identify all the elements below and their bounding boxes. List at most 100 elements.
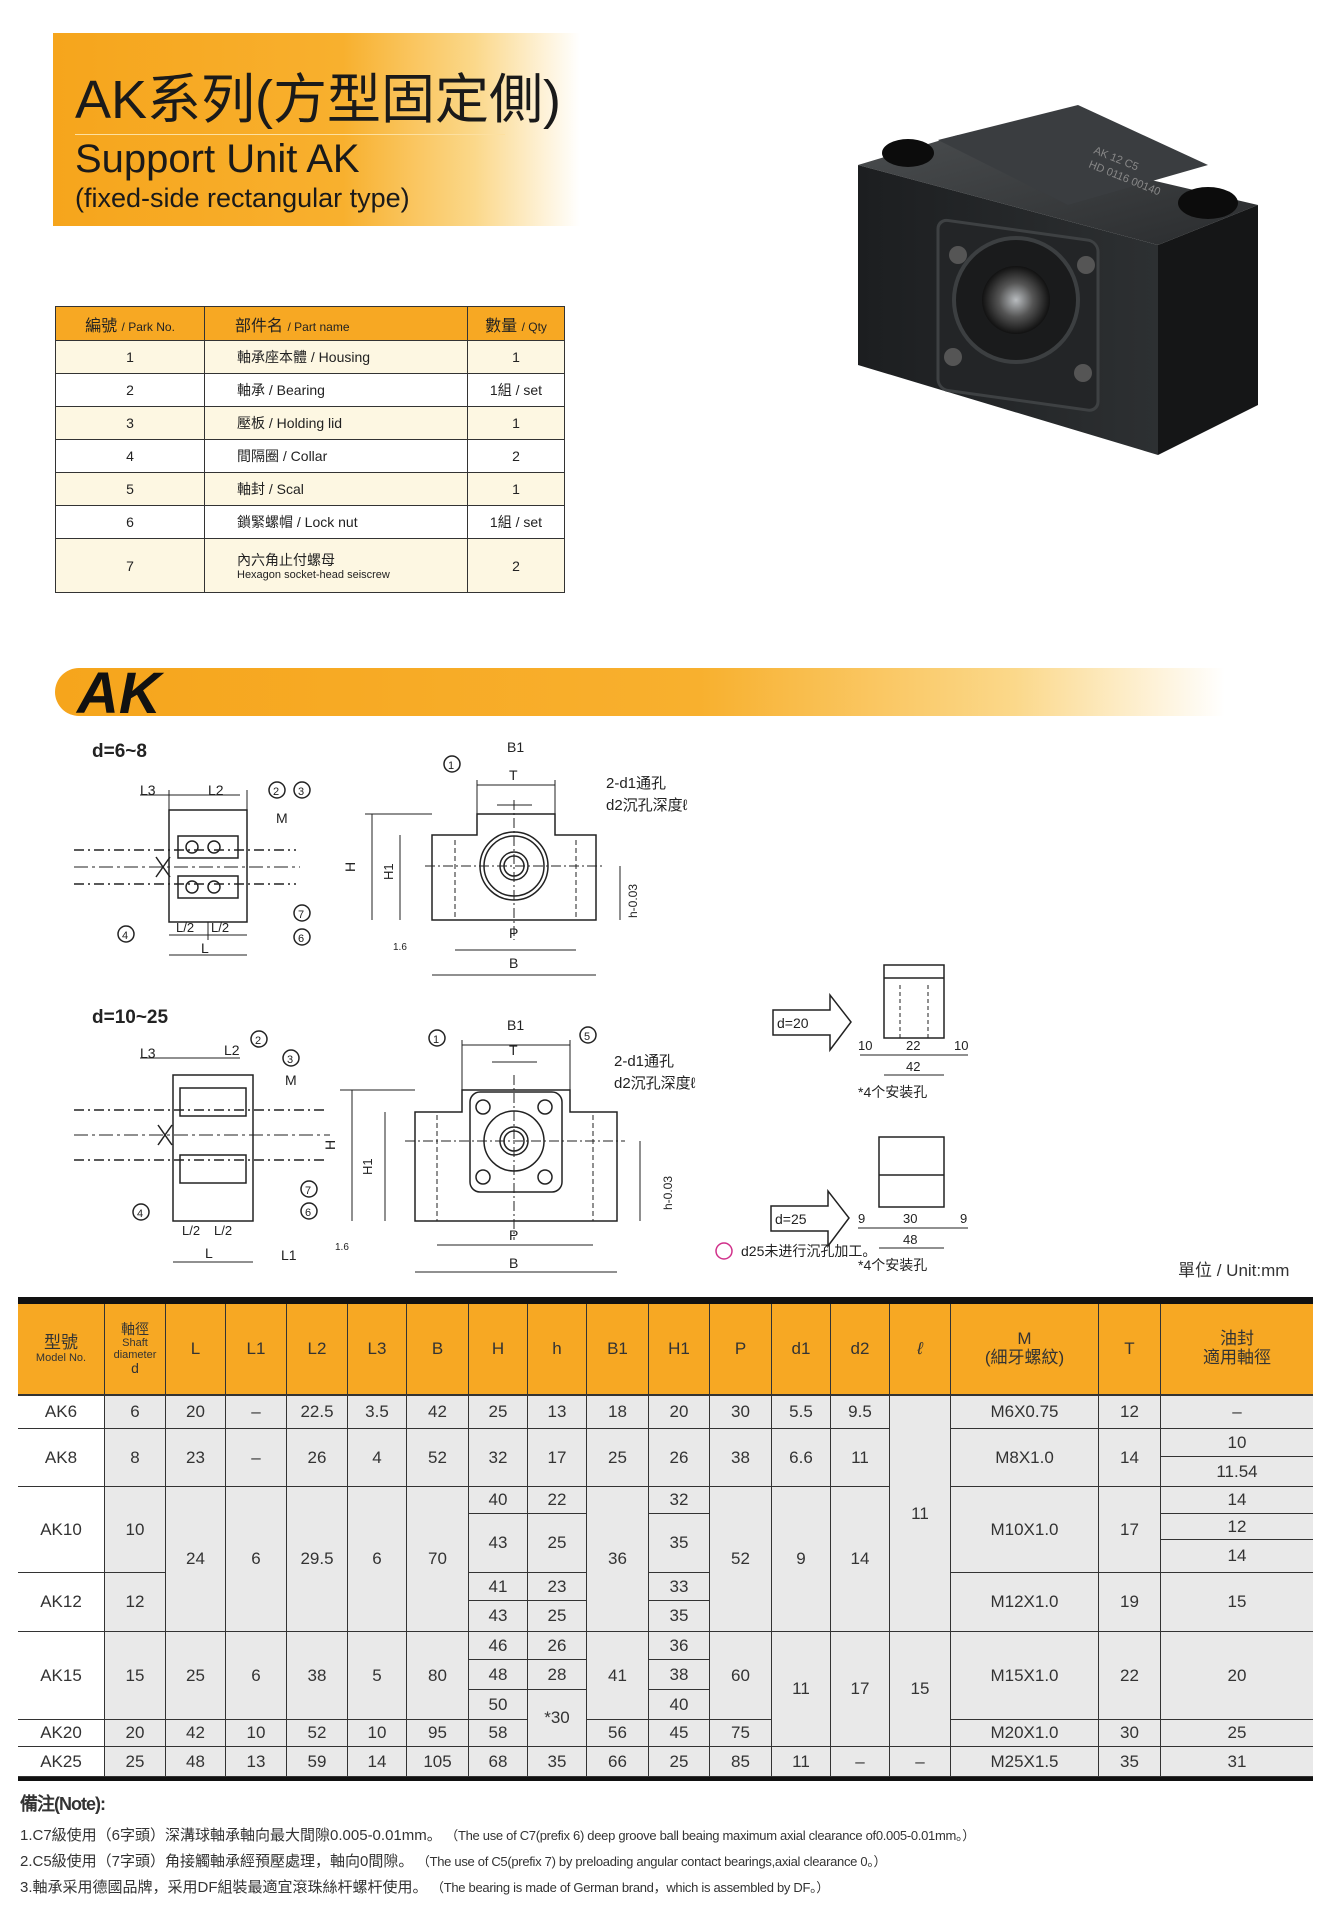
part-name: 間隔圈 / Collar (204, 439, 468, 473)
part-name: 軸承 / Bearing (204, 373, 468, 407)
spec-cell-B1: 36 (587, 1487, 649, 1632)
spec-cell-T: 30 (1099, 1720, 1161, 1747)
spec-cell-d: 8 (105, 1429, 166, 1487)
spec-cell-B: 80 (407, 1632, 469, 1720)
screw-icon (1077, 256, 1095, 274)
callout-number: 7 (305, 1185, 311, 1197)
spec-cell-P: 38 (710, 1429, 772, 1487)
callout-4 (117, 925, 135, 943)
spec-cell-H1: 45 (649, 1720, 710, 1747)
spec-cell-H: 43 (469, 1601, 528, 1632)
spec-cell-d2: 14 (831, 1487, 890, 1632)
spec-cell-H: 43 (469, 1514, 528, 1573)
callout-number: 3 (287, 1054, 293, 1066)
page-subtitle-type: (fixed-side rectangular type) (75, 183, 410, 213)
spec-cell-M: M25X1.5 (951, 1747, 1099, 1777)
dim-label: 9 (858, 1211, 865, 1226)
roughness-label: 1.6 (335, 1242, 349, 1253)
part-name: 鎖緊螺帽 / Lock nut (204, 505, 468, 539)
spec-cell-L: 48 (166, 1747, 226, 1777)
spec-cell-H1: 33 (649, 1573, 710, 1601)
callout-7 (293, 904, 311, 922)
callout-2 (250, 1030, 268, 1048)
col-part-no: 編號 / Park No. (55, 306, 205, 341)
callout-number: 3 (298, 786, 304, 798)
spec-cell-oil: 31 (1161, 1747, 1313, 1777)
dim-label: L2 (224, 1042, 240, 1058)
callout-number: 1 (448, 760, 454, 772)
parts-header-row: 編號 / Park No. 部件名 / Part name 數量 / Qty (55, 306, 565, 341)
spec-cell-d1: 11 (772, 1747, 831, 1777)
part-qty: 1 (467, 472, 565, 506)
spec-cell-L3: 6 (348, 1487, 407, 1632)
spec-cell-L3: 4 (348, 1429, 407, 1487)
spec-cell-H1: 40 (649, 1690, 710, 1720)
model-cell: AK6 (18, 1396, 105, 1429)
col-d2: d2 (831, 1304, 890, 1396)
spec-cell-P: 52 (710, 1487, 772, 1632)
dim-label: 48 (903, 1232, 917, 1247)
front-view-small (365, 780, 621, 976)
housing-side (1158, 205, 1258, 455)
hole-note: 2-d1通孔 (606, 775, 666, 792)
spec-cell-d2: 9.5 (831, 1396, 890, 1429)
spec-cell-h: 17 (528, 1429, 587, 1487)
model-cell: AK8 (18, 1429, 105, 1487)
detail-label: d=20 (777, 1015, 809, 1031)
mount-hole (882, 139, 934, 167)
tip-icon (715, 1242, 733, 1260)
spec-cell-L3: 3.5 (348, 1396, 407, 1429)
spec-cell-d1: 5.5 (772, 1396, 831, 1429)
spec-cell-L: 25 (166, 1632, 226, 1720)
spec-cell-H: 32 (469, 1429, 528, 1487)
dim-label: B (509, 1255, 518, 1271)
section-title: AK (77, 661, 161, 726)
callout-number: 6 (298, 933, 304, 945)
spec-cell-L2: 22.5 (287, 1396, 348, 1429)
dim-label: L/2 (176, 920, 194, 935)
spec-cell-T: 14 (1099, 1429, 1161, 1487)
dim-label: M (276, 810, 288, 826)
spec-cell-T: 17 (1099, 1487, 1161, 1573)
part-no: 7 (55, 538, 205, 593)
col-B: B (407, 1304, 469, 1396)
mount-hole (1178, 187, 1238, 219)
spec-cell-B: 42 (407, 1396, 469, 1429)
spec-cell-H: 68 (469, 1747, 528, 1777)
spec-cell-H1: 25 (649, 1747, 710, 1777)
spec-cell-P: 75 (710, 1720, 772, 1747)
bore (982, 266, 1050, 334)
dim-label: L2 (208, 782, 224, 798)
col-L: L (166, 1304, 226, 1396)
callout-6 (300, 1202, 318, 1220)
col-h: h (528, 1304, 587, 1396)
spec-cell-L1: – (226, 1396, 287, 1429)
spec-cell-h: 25 (528, 1601, 587, 1632)
spec-cell-L3: 10 (348, 1720, 407, 1747)
notes: 備注(Note): 1.C7級使用（6字頭）深溝球軸承軸向最大間隙0.005-0… (20, 1790, 1320, 1902)
dim-label: L/2 (182, 1223, 200, 1238)
callout-3 (282, 1049, 300, 1067)
spec-cell-L2: 26 (287, 1429, 348, 1487)
col-L2: L2 (287, 1304, 348, 1396)
model-cell: AK12 (18, 1573, 105, 1632)
part-no: 5 (55, 472, 205, 506)
section-banner: AK (55, 661, 1225, 726)
spec-cell-H1: 32 (649, 1487, 710, 1514)
dim-label: H (322, 1140, 338, 1150)
callout-number: 6 (305, 1207, 311, 1219)
screw-icon (949, 246, 967, 264)
part-no: 1 (55, 340, 205, 374)
spec-cell-M: M6X0.75 (951, 1396, 1099, 1429)
callout-2 (268, 781, 286, 799)
dim-label: B1 (507, 739, 524, 755)
spec-cell-d2: 11 (831, 1429, 890, 1487)
spec-cell-H1: 35 (649, 1514, 710, 1573)
dim-label: L1 (281, 1247, 297, 1263)
spec-cell-H: 40 (469, 1487, 528, 1514)
